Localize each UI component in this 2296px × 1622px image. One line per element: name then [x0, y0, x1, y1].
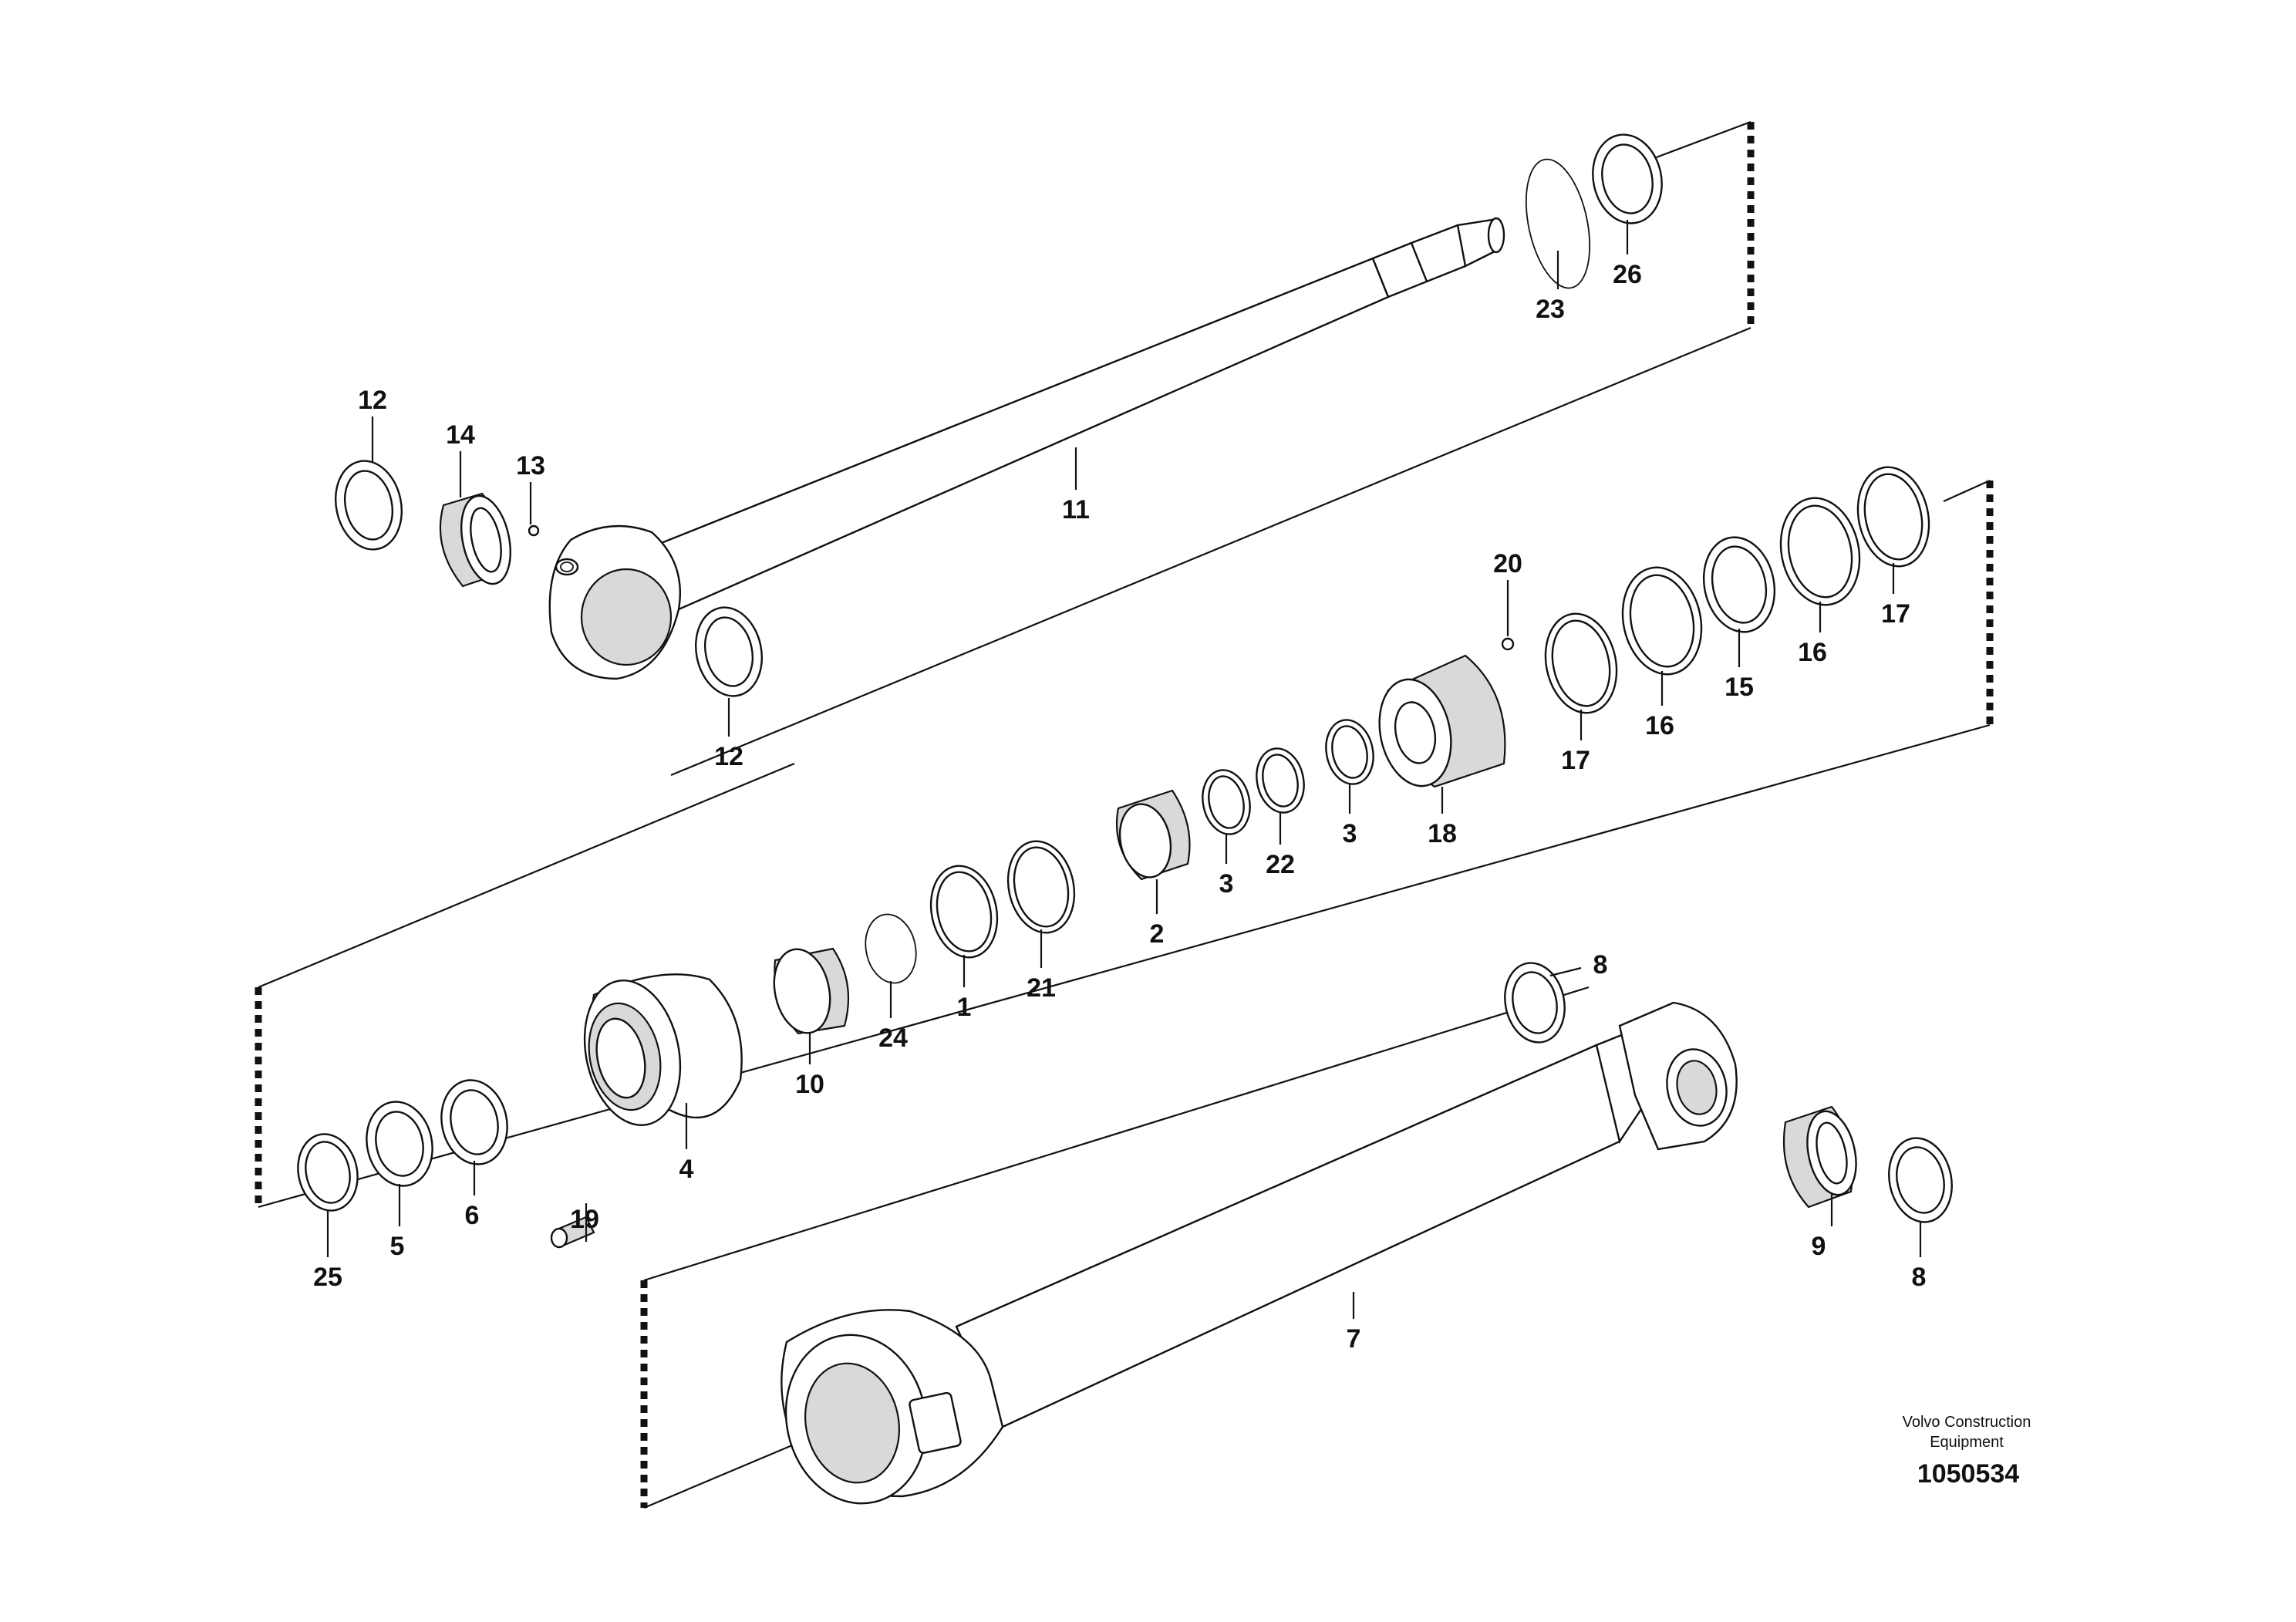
- part-8-seal-top: [1504, 962, 1566, 1044]
- part-5-ring: [366, 1101, 433, 1187]
- callout-15: 15: [1725, 673, 1754, 702]
- part-9-bushing: [1782, 1105, 1857, 1209]
- part-19-bolt: [550, 1216, 595, 1249]
- part-17-ring-a: [1544, 612, 1618, 714]
- part-13-grease-nipple: [528, 524, 540, 537]
- part-3-ring-b: [1325, 719, 1374, 785]
- part-23-snap-ring: [1525, 158, 1591, 289]
- part-25-ring: [297, 1133, 359, 1212]
- callout-16-right: 16: [1798, 638, 1827, 667]
- callout-7: 7: [1347, 1324, 1361, 1354]
- cylinder-tube: [781, 1001, 1738, 1505]
- callout-22: 22: [1266, 850, 1295, 879]
- axis-line-middle: [258, 479, 1991, 1209]
- brand-line-2: Equipment: [1930, 1434, 2004, 1451]
- part-16-wear-ring-b: [1779, 497, 1861, 606]
- callout-20: 20: [1493, 549, 1522, 578]
- part-3-ring-a: [1202, 769, 1251, 835]
- part-10-bushing: [773, 947, 850, 1035]
- part-24-snap-ring: [865, 913, 917, 984]
- part-14-bushing: [439, 492, 511, 588]
- callout-2: 2: [1150, 919, 1165, 949]
- callout-16-left: 16: [1645, 711, 1674, 740]
- part-26-seal: [1592, 133, 1663, 224]
- part-22-ring: [1256, 747, 1305, 814]
- part-2-cushion-ring: [1115, 789, 1191, 881]
- document-number: 1050534: [1917, 1459, 2019, 1489]
- callout-10: 10: [795, 1070, 824, 1099]
- callout-25: 25: [313, 1263, 342, 1292]
- callout-26: 26: [1613, 260, 1642, 289]
- callout-24: 24: [878, 1023, 908, 1053]
- callout-6: 6: [465, 1201, 480, 1230]
- part-16-wear-ring-a: [1621, 566, 1703, 676]
- callout-8-bottom: 8: [1912, 1263, 1927, 1292]
- callout-12-top: 12: [358, 386, 387, 415]
- part-17-ring-b: [1856, 466, 1930, 568]
- callout-21: 21: [1027, 973, 1056, 1003]
- part-8-seal-bottom: [1888, 1137, 1953, 1223]
- callout-19: 19: [570, 1205, 599, 1234]
- callout-1: 1: [957, 993, 972, 1022]
- part-20-set-screw: [1501, 637, 1515, 651]
- callout-14: 14: [446, 420, 475, 450]
- callout-11: 11: [1062, 495, 1090, 524]
- callout-23: 23: [1536, 295, 1565, 324]
- leader-lines: [326, 220, 1922, 1319]
- callout-4: 4: [679, 1155, 694, 1184]
- callout-17-left: 17: [1561, 746, 1590, 775]
- part-1-ring: [929, 865, 999, 959]
- callout-13: 13: [516, 451, 545, 481]
- piston-rod: [548, 217, 1505, 680]
- callout-3-left: 3: [1219, 869, 1234, 899]
- part-12-seal-left: [334, 460, 403, 551]
- part-18-piston: [1378, 654, 1506, 788]
- callout-9: 9: [1812, 1232, 1826, 1261]
- part-15-ring: [1702, 536, 1776, 633]
- callout-3-right: 3: [1343, 819, 1357, 848]
- callout-17-right: 17: [1881, 599, 1910, 629]
- callout-5: 5: [390, 1232, 405, 1261]
- part-12-seal-right: [694, 606, 764, 697]
- callout-8-top: 8: [1593, 950, 1608, 980]
- brand-line-1: Volvo Construction: [1903, 1414, 2031, 1431]
- axis-line-tube: [643, 986, 1590, 1509]
- part-4-cylinder-head: [583, 973, 743, 1126]
- callout-18: 18: [1428, 819, 1457, 848]
- part-6-ring: [440, 1079, 508, 1165]
- callout-12-bottom: 12: [714, 742, 743, 771]
- axis-line-rod: [670, 120, 1752, 777]
- part-21-ring: [1006, 840, 1076, 934]
